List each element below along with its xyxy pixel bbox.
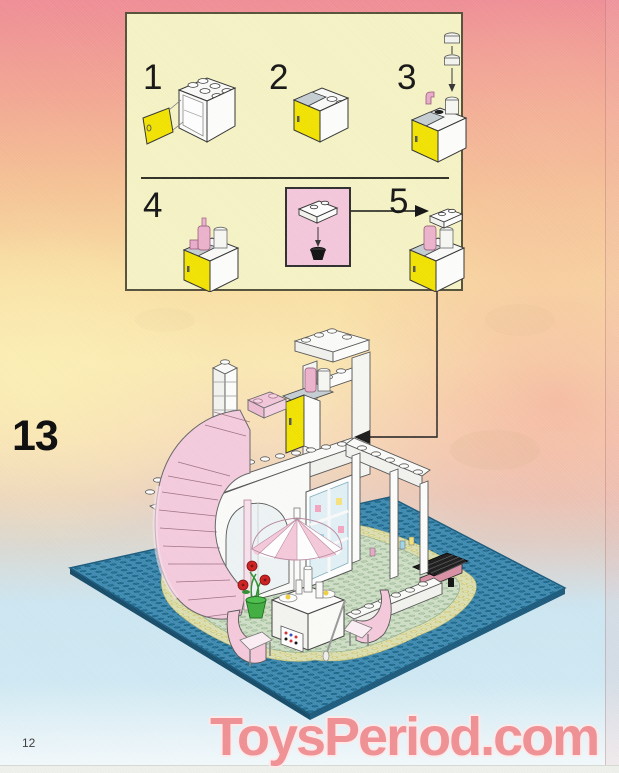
cabinet-assembly-step2-icon bbox=[292, 87, 350, 143]
kitchen-cabinet-in-tower bbox=[281, 367, 335, 454]
cabinet-assembly-step3-icon bbox=[410, 32, 468, 163]
scan-edge bbox=[0, 765, 619, 773]
parasol bbox=[251, 507, 343, 605]
callout-arrow bbox=[354, 291, 438, 444]
substep-2-label: 2 bbox=[269, 58, 289, 97]
panel-divider bbox=[141, 177, 449, 179]
chair-right bbox=[343, 589, 392, 646]
spiral-staircase bbox=[152, 391, 288, 620]
arrow-right-icon bbox=[351, 205, 429, 217]
scan-artifacts bbox=[135, 304, 555, 470]
cabinet-assembly-step4-icon bbox=[182, 217, 240, 292]
colonnade bbox=[345, 437, 443, 631]
flower-pot bbox=[237, 560, 271, 619]
page-number: 12 bbox=[22, 736, 36, 750]
substep-1-label: 1 bbox=[143, 58, 163, 97]
watermark: ToysPeriod.com bbox=[210, 707, 600, 767]
substep-4-label: 4 bbox=[143, 186, 163, 225]
plate-and-pot-detail-icon bbox=[297, 200, 339, 260]
step-number: 13 bbox=[12, 412, 59, 460]
detail-callout-box bbox=[285, 187, 351, 267]
dining-table bbox=[270, 565, 346, 662]
cabinet-assembly-step1-icon bbox=[142, 77, 237, 145]
page-crease bbox=[605, 0, 619, 765]
substep-3-label: 3 bbox=[397, 58, 417, 97]
substeps-panel: 1 2 3 4 5 bbox=[125, 12, 468, 292]
chair-left bbox=[226, 609, 273, 666]
cabinet-assembly-step5-icon bbox=[408, 208, 466, 292]
